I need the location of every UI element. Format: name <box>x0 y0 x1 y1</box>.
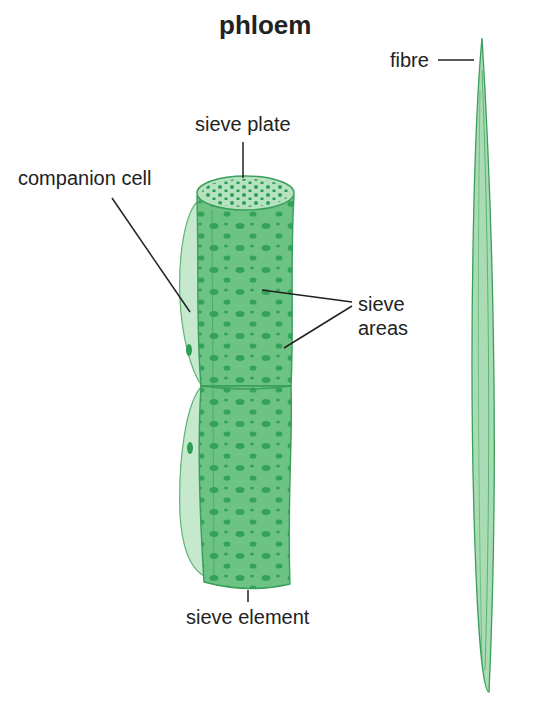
leader-line <box>247 590 249 602</box>
sieve-plate <box>197 176 294 210</box>
leader-line <box>242 142 244 178</box>
part-label: sieve element <box>186 605 309 629</box>
part-label: companion cell <box>18 166 151 190</box>
part-label: sieve areas <box>358 292 422 340</box>
sieve-element <box>197 196 294 386</box>
leader-line <box>284 306 352 348</box>
part-label: sieve plate <box>195 112 291 136</box>
leader-line <box>438 59 474 61</box>
leader-line <box>262 290 352 302</box>
leader-line <box>112 198 190 312</box>
fibre-cell <box>472 38 494 692</box>
diagram-title: phloem <box>219 10 311 41</box>
part-label: fibre <box>390 48 429 72</box>
